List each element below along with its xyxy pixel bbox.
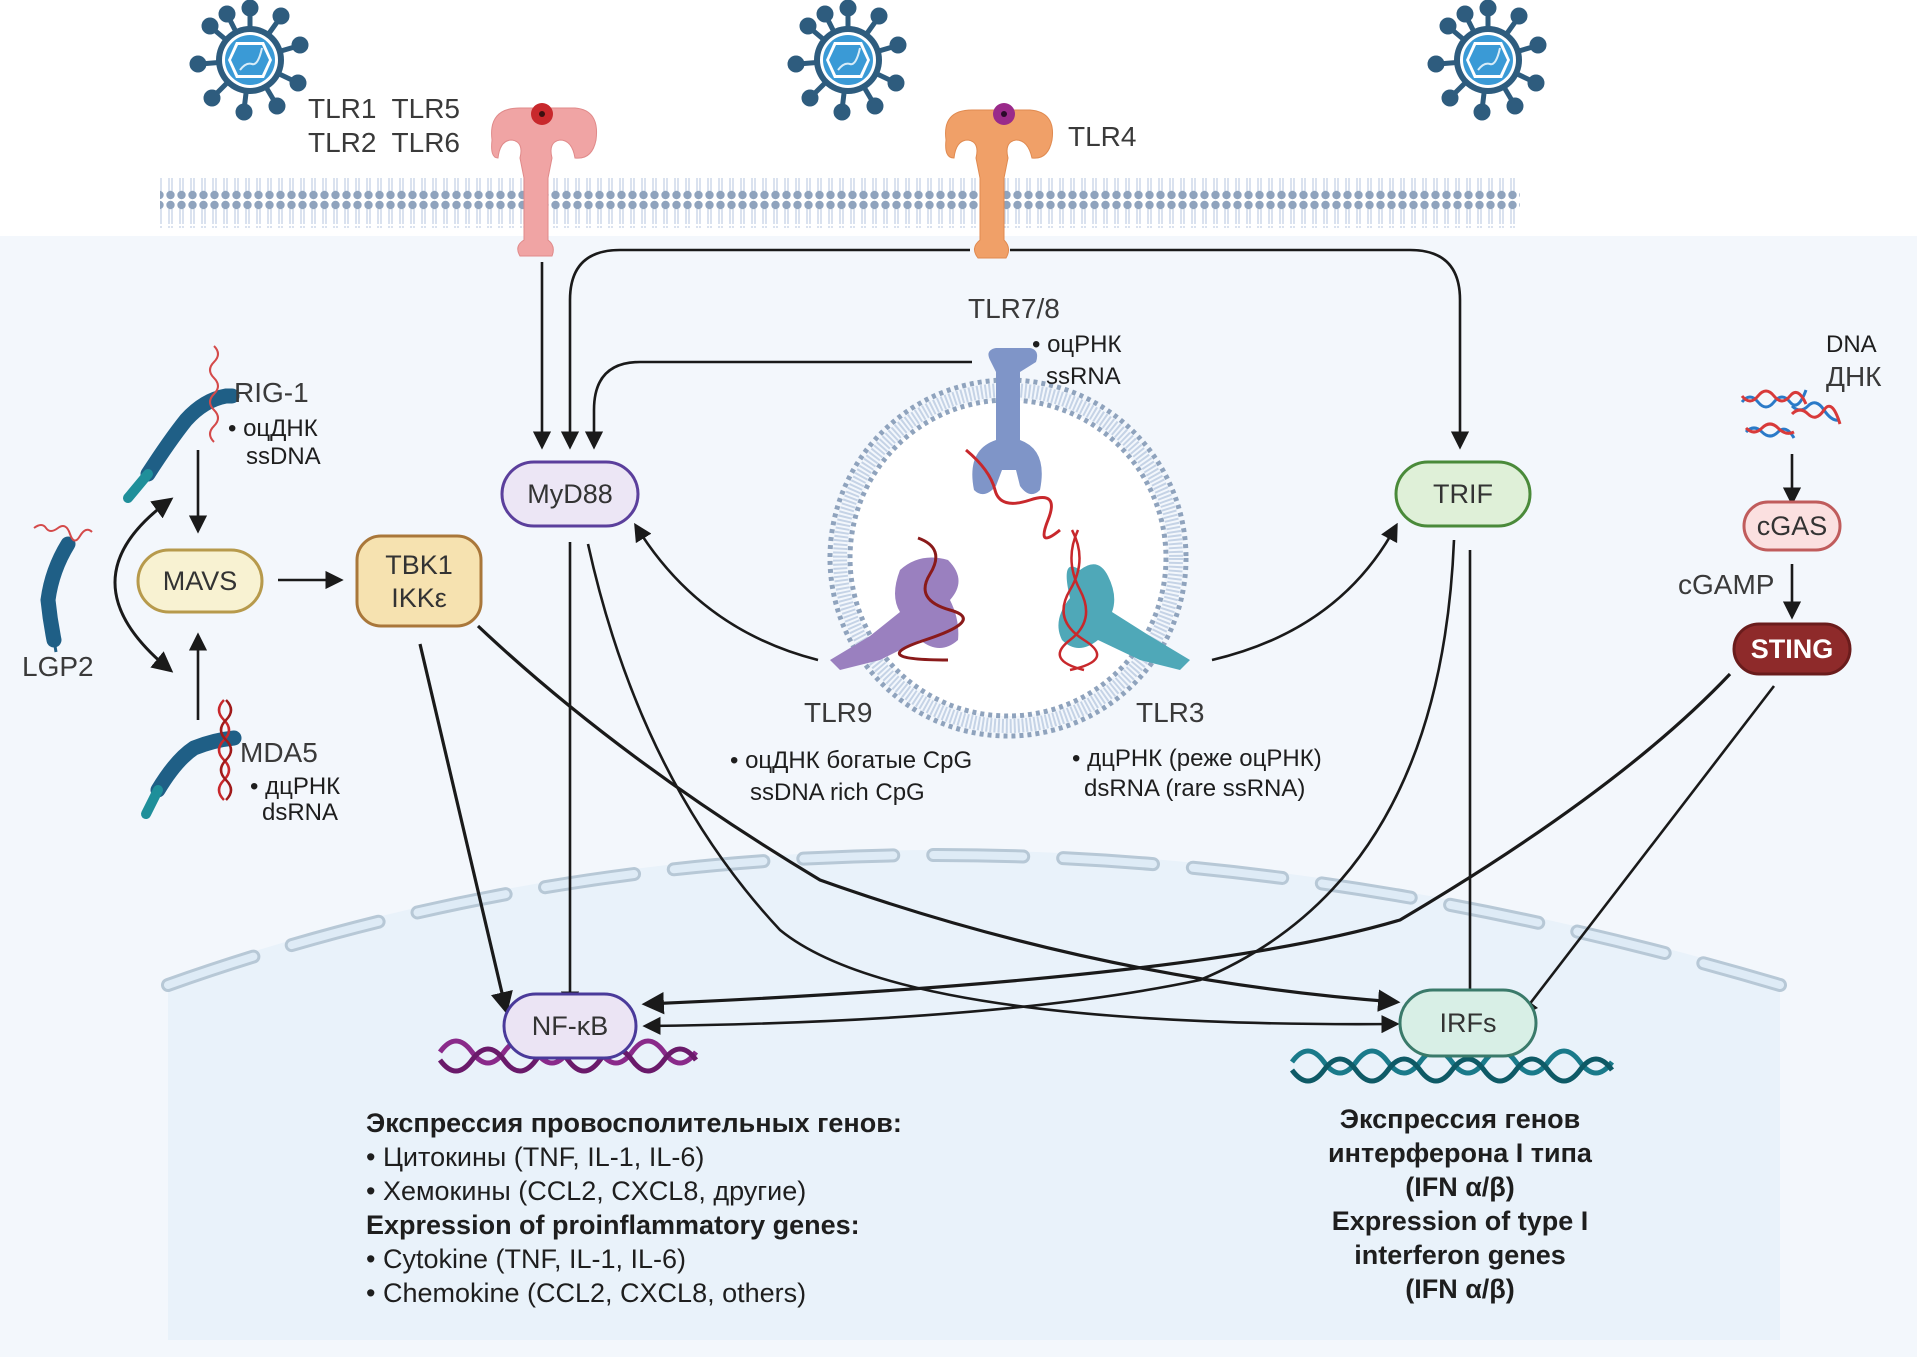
nfkb-node[interactable]: NF-κB xyxy=(502,992,638,1060)
rig1-label: RIG-1 xyxy=(234,377,309,408)
tlr3-receptor-icon xyxy=(1058,564,1190,670)
dna-label-en: DNA xyxy=(1826,331,1877,358)
tlr4-label: TLR4 xyxy=(1068,121,1136,152)
tlr7-8-receptor-icon xyxy=(972,348,1042,495)
plasma-membrane xyxy=(160,178,1520,228)
tlr4-receptor-icon xyxy=(945,103,1054,259)
cytosolic-dna-icon xyxy=(1740,389,1842,439)
mavs-label: MAVS xyxy=(163,566,238,596)
rig1-ligand-en: ssDNA xyxy=(246,443,321,470)
ssrna-strand-icon xyxy=(965,448,1061,540)
sting-node[interactable]: STING xyxy=(1732,622,1852,676)
tlr9-label: TLR9 xyxy=(804,697,872,728)
arrow-lgp2-bidirectional xyxy=(113,497,174,673)
tlr1-2-5-6-receptor-icon xyxy=(491,103,598,257)
dsrna-strand-icon xyxy=(217,699,231,801)
dna-label-ru: ДНК xyxy=(1826,361,1882,392)
pathway-arrows xyxy=(113,248,1802,1035)
dsrna-strand-icon xyxy=(219,699,233,801)
mda5-receptor-icon xyxy=(141,730,242,819)
nfkb-label: NF-κB xyxy=(532,1011,609,1041)
interferon-output: Экспрессия генов интерферона I типа (IFN… xyxy=(1328,1104,1593,1304)
ikke-label: IKKε xyxy=(391,583,447,613)
myd88-node[interactable]: MyD88 xyxy=(500,460,640,528)
arrow-tlr4-to-trif xyxy=(1010,248,1470,450)
rig1-ligand-ru: • оцДНК xyxy=(228,415,318,442)
irfs-dna-helix-icon xyxy=(1289,1048,1615,1084)
mda5-ligand-ru: • дцРНК xyxy=(250,773,340,800)
tlr7-8-ligand-en: ssRNA xyxy=(1046,363,1121,390)
lgp2-label: LGP2 xyxy=(22,651,94,682)
sting-label: STING xyxy=(1751,634,1834,664)
arrow-tlr9-to-myd88 xyxy=(634,522,819,662)
chemokines-ru: • Хемокины (CCL2, CXCL8, другие) xyxy=(366,1176,806,1206)
tlr2-tlr6-label: TLR2 TLR6 xyxy=(308,127,460,158)
irfs-label: IRFs xyxy=(1440,1008,1497,1038)
tlr9-ligand-ru: • оцДНК богатые CpG xyxy=(730,747,972,774)
tlr3-ligand-en: dsRNA (rare ssRNA) xyxy=(1084,775,1305,802)
arrow-trif-to-nfkb xyxy=(642,539,1456,1035)
tlr3-label: TLR3 xyxy=(1136,697,1204,728)
rna-strand-icon xyxy=(33,524,93,542)
interferon-line-4: Expression of type I xyxy=(1332,1206,1589,1236)
mavs-node[interactable]: MAVS xyxy=(136,548,264,614)
dna-strand-icon xyxy=(898,536,965,662)
dsrna-strand-icon xyxy=(1058,529,1088,672)
trif-label: TRIF xyxy=(1433,479,1493,509)
tlr7-8-label: TLR7/8 xyxy=(968,293,1060,324)
irfs-node[interactable]: IRFs xyxy=(1398,988,1538,1058)
tlr7-8-ligand-ru: • оцРНК xyxy=(1032,331,1122,358)
arrow-sting-to-nfkb xyxy=(641,672,1732,1015)
arrow-tbk1-to-nfkb xyxy=(418,643,513,1015)
cgas-node[interactable]: cGAS xyxy=(1742,500,1842,552)
tlr1-tlr5-label: TLR1 TLR5 xyxy=(308,93,460,124)
lgp2-receptor-icon xyxy=(40,536,76,653)
cgamp-label: cGAMP xyxy=(1678,569,1774,600)
dsrna-strand-icon xyxy=(1062,529,1099,672)
arrow-myd88-to-irfs xyxy=(586,543,1400,1034)
trif-node[interactable]: TRIF xyxy=(1394,460,1532,528)
interferon-line-3: (IFN α/β) xyxy=(1405,1172,1515,1202)
interferon-line-6: (IFN α/β) xyxy=(1405,1274,1515,1304)
tlr3-ligand-ru: • дцРНК (реже оцРНК) xyxy=(1072,745,1322,772)
rig1-receptor-icon xyxy=(123,388,240,503)
arrow-tlr4-to-myd88 xyxy=(560,248,970,450)
arrow-sting-to-irfs xyxy=(1519,685,1776,1017)
ssdna-strand-icon xyxy=(209,345,219,443)
arrow-tlr3-to-trif xyxy=(1211,522,1398,662)
proinflammatory-heading-ru: Экспрессия провосполительных генов: xyxy=(366,1108,902,1138)
tbk1-label: TBK1 xyxy=(385,550,453,580)
proinflammatory-output: Экспрессия провосполительных генов: • Ци… xyxy=(366,1108,902,1308)
mda5-ligand-en: dsRNA xyxy=(262,799,338,826)
chemokines-en: • Chemokine (CCL2, CXCL8, others) xyxy=(366,1278,806,1308)
cytokines-ru: • Цитокины (TNF, IL-1, IL-6) xyxy=(366,1142,704,1172)
proinflammatory-heading-en: Expression of proinflammatory genes: xyxy=(366,1210,860,1240)
tlr9-ligand-en: ssDNA rich CpG xyxy=(750,779,925,806)
cytokines-en: • Cytokine (TNF, IL-1, IL-6) xyxy=(366,1244,686,1274)
interferon-line-2: интерферона I типа xyxy=(1328,1138,1593,1168)
mda5-label: MDA5 xyxy=(240,737,318,768)
interferon-line-1: Экспрессия генов xyxy=(1340,1104,1580,1134)
interferon-line-5: interferon genes xyxy=(1354,1240,1566,1270)
arrow-tlr78-to-myd88 xyxy=(584,360,972,450)
tbk1-ikke-node[interactable]: TBK1 IKKε xyxy=(355,534,483,628)
cgas-label: cGAS xyxy=(1757,511,1828,541)
myd88-label: MyD88 xyxy=(527,479,613,509)
arrow-tbk1-to-irfs xyxy=(476,624,1401,1012)
